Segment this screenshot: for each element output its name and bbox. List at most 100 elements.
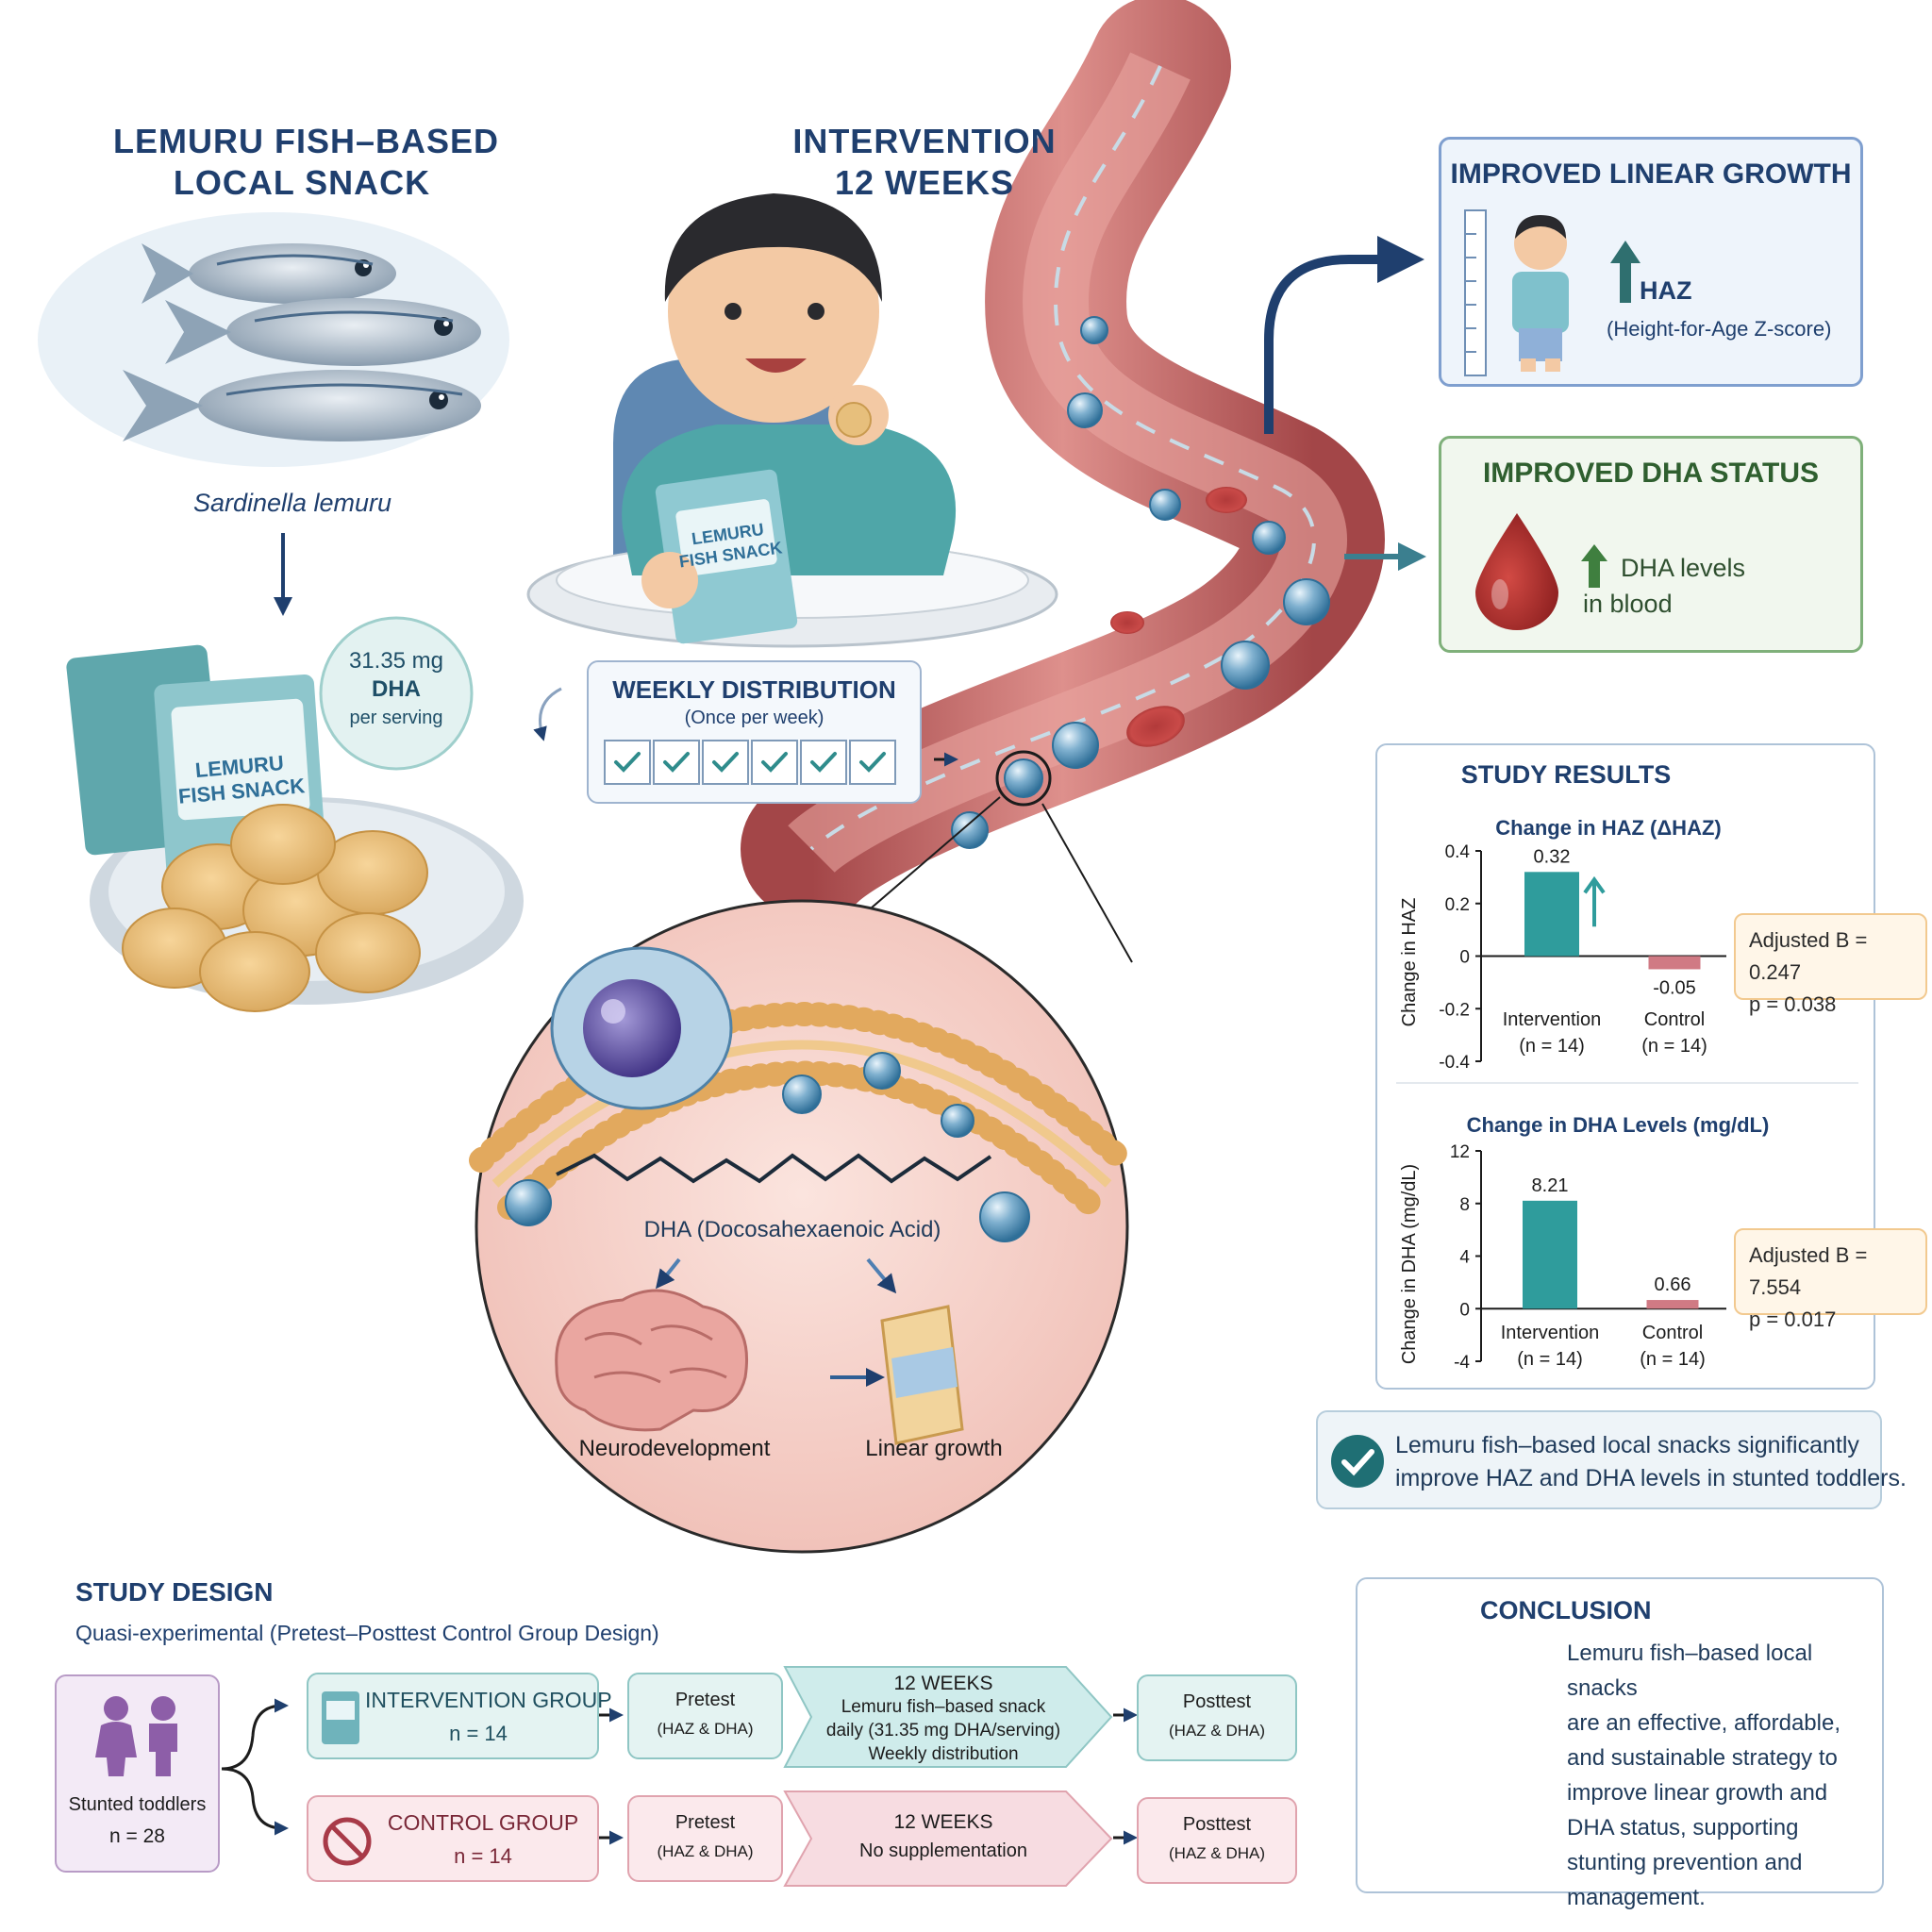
- blood-drop-icon: [1475, 513, 1558, 630]
- weekly-check-box: [751, 740, 798, 785]
- check-icon: [810, 752, 837, 773]
- population-label: Stunted toddlers: [68, 1794, 207, 1815]
- check-icon: [663, 752, 690, 773]
- control-period-text: 12 WEEKS No supplementation: [802, 1808, 1085, 1865]
- dha-outcome-line1: DHA levels: [1621, 554, 1746, 582]
- brain-illustration: [555, 1289, 748, 1432]
- increase-arrow-icon: [1583, 875, 1606, 927]
- control-posttest-box: Posttest (HAZ & DHA): [1137, 1797, 1297, 1884]
- chart-title: Change in DHA Levels (mg/dL): [1467, 1113, 1770, 1137]
- snack-plate-illustration: [66, 644, 524, 1012]
- dha-adjusted-b: Adjusted B = 7.554: [1749, 1243, 1868, 1299]
- y-tick-label: 0: [1459, 948, 1470, 968]
- check-icon: [614, 752, 641, 773]
- dha-serving: per serving: [349, 708, 443, 728]
- check-icon: [712, 752, 739, 773]
- dha-outcome-line2: in blood: [1583, 590, 1673, 618]
- bar-control: [1648, 956, 1701, 970]
- chart-title: Change in HAZ (ΔHAZ): [1495, 816, 1721, 840]
- haz-adjusted-b: Adjusted B = 0.247: [1749, 928, 1868, 984]
- y-tick-label: 8: [1459, 1195, 1470, 1215]
- dha-badge: [319, 616, 474, 771]
- summary-line2: improve HAZ and DHA levels in stunted to…: [1395, 1465, 1907, 1491]
- intervention-group-n: n = 14: [449, 1722, 508, 1745]
- intervention-weeks: 12 WEEKS: [893, 1673, 993, 1694]
- study-design-subtitle: Quasi-experimental (Pretest–Posttest Con…: [75, 1621, 659, 1645]
- cell-magnified-view: [469, 899, 1135, 1554]
- control-pretest-box: Pretest (HAZ & DHA): [627, 1795, 783, 1882]
- control-pretest: Pretest: [675, 1812, 736, 1833]
- control-weeks: 12 WEEKS: [893, 1811, 993, 1833]
- y-tick-label: -0.2: [1439, 1000, 1470, 1020]
- control-group-label: CONTROL GROUP: [387, 1810, 579, 1835]
- bar-value-label: 8.21: [1532, 1175, 1569, 1196]
- category-n-label: (n = 14): [1640, 1349, 1705, 1370]
- category-label: Intervention: [1501, 1323, 1600, 1343]
- dha-stat-box: Adjusted B = 7.554 p = 0.017: [1734, 1228, 1927, 1331]
- growth-metric-full: (Height-for-Age Z-score): [1607, 317, 1832, 341]
- category-n-label: (n = 14): [1519, 1036, 1584, 1057]
- growth-outcome-box: IMPROVED LINEAR GROWTH HAZ (Height-for-A…: [1439, 137, 1863, 387]
- chart-ylabel: Change in DHA (mg/dL): [1399, 1164, 1420, 1364]
- weekly-check-box: [849, 740, 896, 785]
- dha-molecule-label: DHA (Docosahexaenoic Acid): [643, 1217, 941, 1242]
- control-posttest: Posttest: [1182, 1814, 1252, 1835]
- snack-pack-icon: [322, 1691, 359, 1744]
- intervention-group-box: INTERVENTION GROUP n = 14: [307, 1673, 612, 1759]
- child-height-icon: [1464, 209, 1569, 376]
- weekly-checkboxes: [604, 740, 898, 785]
- intervention-period-text: 12 WEEKS Lemuru fish–based snack daily (…: [802, 1672, 1085, 1766]
- dha-label: DHA: [372, 676, 421, 702]
- intervention-pretest-sub: (HAZ & DHA): [657, 1720, 754, 1738]
- dha-badge-text: 31.35 mg DHA per serving: [321, 647, 472, 732]
- up-arrow-icon-dha: [1581, 544, 1607, 588]
- weekly-check-box: [800, 740, 847, 785]
- haz-stat-box: Adjusted B = 0.247 p = 0.038: [1734, 913, 1927, 1016]
- results-charts: Change in HAZ (ΔHAZ)Change in HAZ0.40.20…: [1396, 816, 1858, 1373]
- haz-p-value: p = 0.038: [1749, 992, 1837, 1016]
- control-group-box: CONTROL GROUP n = 14: [307, 1795, 599, 1882]
- intervention-title-line2: 12 WEEKS: [834, 163, 1015, 202]
- study-results-title: STUDY RESULTS: [1460, 760, 1672, 789]
- intervention-posttest-sub: (HAZ & DHA): [1169, 1722, 1265, 1740]
- control-pretest-sub: (HAZ & DHA): [657, 1842, 754, 1860]
- intervention-pretest: Pretest: [675, 1690, 736, 1710]
- weekly-subtitle: (Once per week): [684, 708, 824, 728]
- bar-value-label: -0.05: [1653, 977, 1696, 998]
- category-n-label: (n = 14): [1641, 1036, 1707, 1057]
- intervention-posttest-box: Posttest (HAZ & DHA): [1137, 1674, 1297, 1761]
- intervention-line1: Lemuru fish–based snack: [841, 1697, 1046, 1717]
- growth-plate-illustration: [830, 1305, 964, 1445]
- intervention-title-line1: INTERVENTION: [792, 122, 1057, 160]
- neurodevelopment-label: Neurodevelopment: [578, 1436, 771, 1461]
- conclusion-line: Lemuru fish–based local snacks: [1567, 1641, 1813, 1701]
- control-period-arrow: [783, 1790, 1113, 1887]
- y-tick-label: 4: [1459, 1248, 1470, 1268]
- results-summary-box: Lemuru fish–based local snacks significa…: [1316, 1410, 1907, 1509]
- check-circle-icon: [1331, 1435, 1384, 1488]
- study-design-title: STUDY DESIGN: [75, 1577, 274, 1607]
- weekly-check-box: [653, 740, 700, 785]
- bar-control: [1646, 1300, 1699, 1309]
- bar-value-label: 0.66: [1655, 1274, 1691, 1295]
- category-label: Intervention: [1503, 1009, 1602, 1030]
- weekly-title: WEEKLY DISTRIBUTION: [612, 675, 896, 704]
- bar-intervention: [1523, 1200, 1577, 1309]
- intervention-title: INTERVENTION 12 WEEKS: [774, 121, 1075, 204]
- intervention-period-arrow: [783, 1666, 1113, 1768]
- toddler-eating-illustration: [526, 193, 1058, 648]
- control-posttest-sub: (HAZ & DHA): [1169, 1844, 1265, 1862]
- conclusion-line: DHA status, supporting: [1567, 1815, 1799, 1840]
- linear-growth-label: Linear growth: [865, 1436, 1003, 1461]
- y-tick-label: -0.4: [1439, 1053, 1470, 1073]
- intervention-line3: Weekly distribution: [868, 1744, 1019, 1764]
- up-arrow-icon: [1610, 241, 1641, 303]
- species-label: Sardinella lemuru: [192, 489, 392, 517]
- y-tick-label: -4: [1454, 1353, 1470, 1373]
- snack-title-line1: LEMURU FISH–BASED: [113, 122, 500, 160]
- category-label: Control: [1642, 1323, 1703, 1343]
- category-n-label: (n = 14): [1517, 1349, 1582, 1370]
- weekly-distribution-box: WEEKLY DISTRIBUTION (Once per week): [587, 660, 922, 804]
- intervention-line2: daily (31.35 mg DHA/serving): [825, 1721, 1061, 1740]
- y-tick-label: 0: [1459, 1300, 1470, 1320]
